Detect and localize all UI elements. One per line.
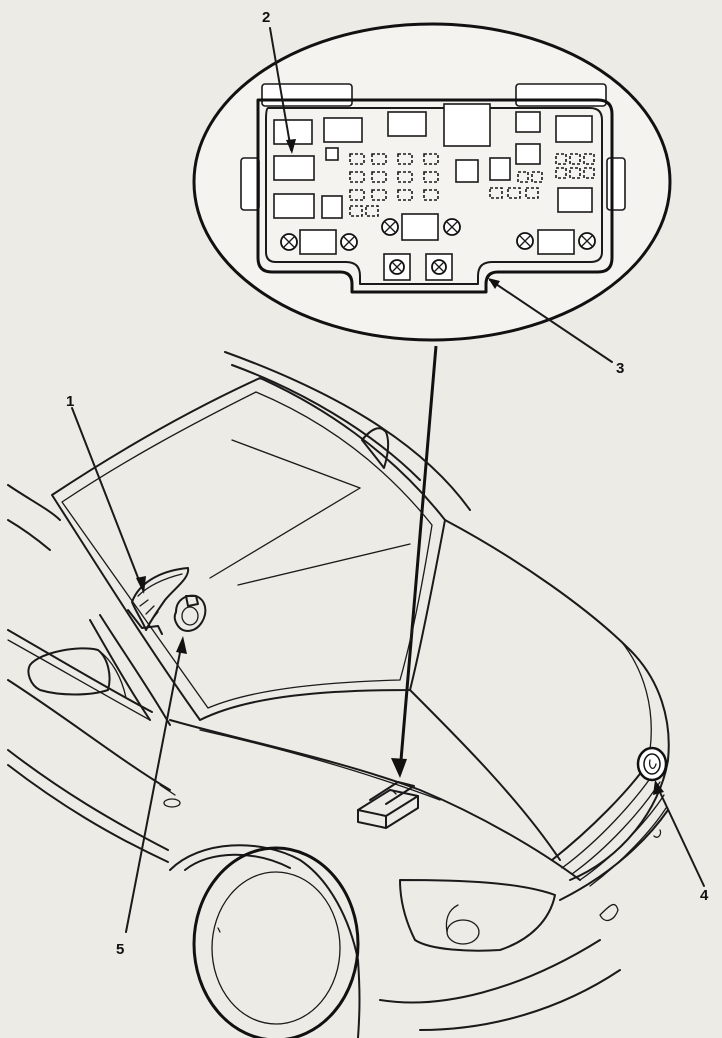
leader-arrowhead-5 xyxy=(176,636,187,654)
callout-4: 4 xyxy=(700,887,709,904)
inset-pointer-line xyxy=(398,345,438,773)
component-1 xyxy=(127,567,190,635)
mini-fuse-grid-left xyxy=(349,153,387,217)
bolt-terminal-right xyxy=(516,229,596,255)
component-5 xyxy=(173,594,207,632)
callout-5: 5 xyxy=(116,941,124,958)
bolt-terminal-left xyxy=(280,229,358,255)
callout-2: 2 xyxy=(262,9,270,26)
leader-line-5 xyxy=(125,641,183,933)
component-4 xyxy=(636,746,668,782)
mini-fuse-grid-right xyxy=(489,153,595,199)
magnified-inset xyxy=(192,22,672,363)
front-wheel xyxy=(192,846,360,1038)
bolt-terminal-center xyxy=(381,213,461,241)
leader-line-3 xyxy=(489,279,613,363)
callout-3: 3 xyxy=(616,360,624,377)
leader-arrowhead-1 xyxy=(136,576,146,594)
underhood-fuse-box xyxy=(357,781,419,829)
car-drawing xyxy=(7,351,670,1038)
fuse-box-components xyxy=(273,103,596,281)
leader-arrowhead-4 xyxy=(653,780,664,795)
fuse-box-outline xyxy=(240,83,626,294)
leader-arrowhead-2 xyxy=(286,139,296,154)
leader-line-4 xyxy=(656,785,705,887)
mini-fuse-grid-center xyxy=(397,153,439,201)
callout-1: 1 xyxy=(66,393,74,410)
leader-line-1 xyxy=(71,407,143,589)
bottom-mount-screws xyxy=(383,253,453,281)
fuse-relay-2 xyxy=(273,155,315,181)
leader-line-2 xyxy=(269,27,292,151)
leader-arrowhead-3 xyxy=(488,278,500,289)
inset-pointer-arrowhead xyxy=(391,758,407,778)
